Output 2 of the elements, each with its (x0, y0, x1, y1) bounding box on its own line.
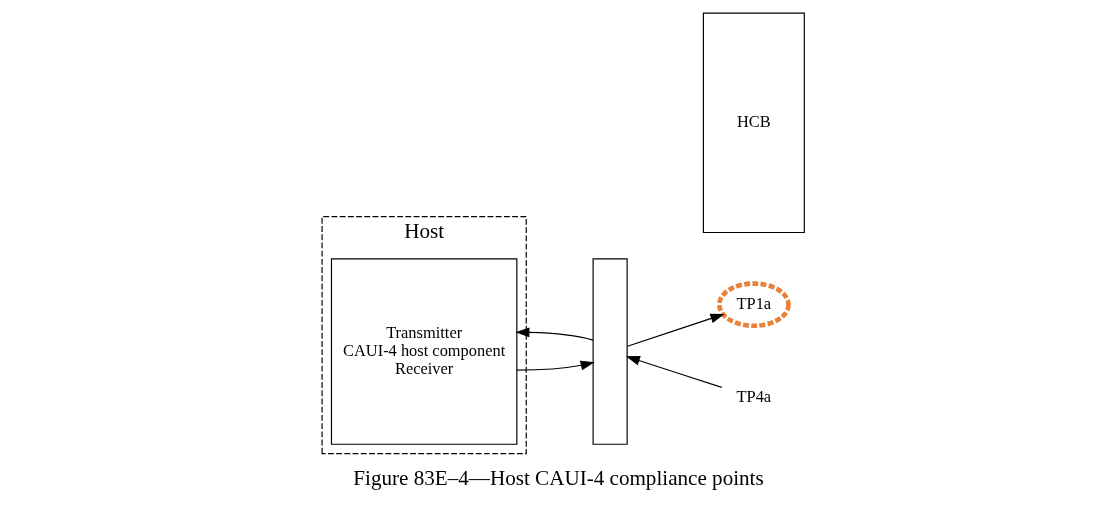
node-text: TP4a (736, 386, 772, 406)
caption: Figure 83E–4—Host CAUI-4 compliance points (353, 465, 764, 490)
